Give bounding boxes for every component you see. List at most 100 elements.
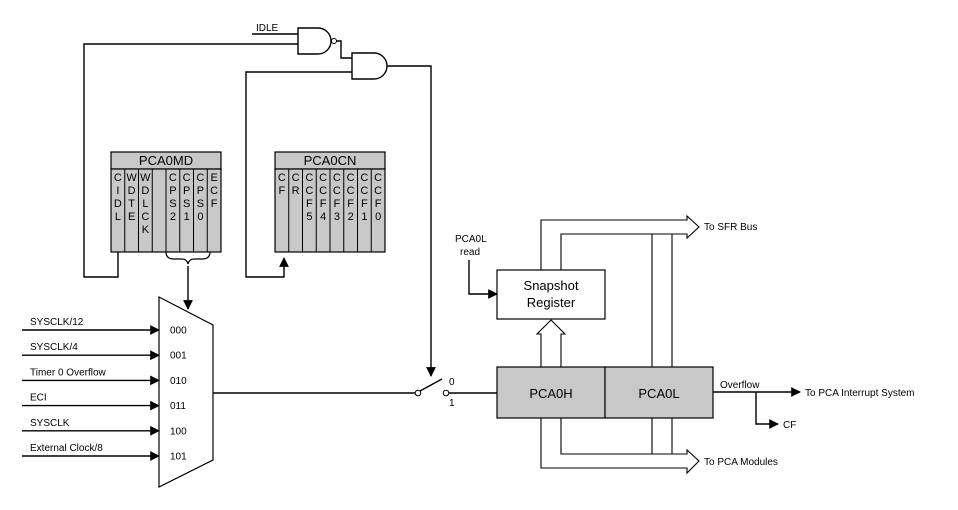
pca0md-bit-char: I (116, 185, 119, 197)
idle-label: IDLE (256, 23, 279, 34)
pca0cn-bit-char: C (347, 172, 355, 184)
mux-input-code: 001 (170, 351, 187, 362)
pca0cn-bit-char: F (279, 185, 286, 197)
pca0cn-bit-char: 2 (348, 211, 354, 223)
cidl-feedback-wire (83, 43, 298, 278)
pca0md-bit-char: L (142, 198, 148, 210)
pca0cn-bit-char: C (319, 172, 327, 184)
mux-input-code: 010 (170, 376, 187, 387)
pca0md-bit-char: S (183, 198, 190, 210)
mux-input-code: 000 (170, 326, 187, 337)
pca0md-bit-char: W (126, 172, 137, 184)
pca0cn-bit-char: C (360, 185, 368, 197)
pca0l-read-line1: PCA0L (455, 234, 487, 245)
pca0md-bit-char: C (114, 172, 122, 184)
sfr-bus (540, 214, 700, 367)
pca0cn-bit-char: C (278, 172, 286, 184)
pca0cn-bit-char: F (306, 198, 313, 210)
pca0md-bit-char: L (115, 211, 121, 223)
cf-wire (755, 392, 779, 429)
cf-label: CF (783, 420, 796, 431)
pca0l-read-wire (468, 260, 498, 299)
pca0l-read-line2: read (460, 247, 480, 258)
pca0md-bit-char: C (196, 172, 204, 184)
pca0cn-bit-char: 5 (306, 211, 312, 223)
pca0md-bit-char: S (197, 198, 204, 210)
pca0cn-bit-char: F (347, 198, 354, 210)
clock-source-mux (158, 296, 214, 488)
switch-pos-1: 1 (449, 398, 455, 409)
pca0md-bit-char: 0 (197, 211, 203, 223)
modules-bus (540, 418, 700, 475)
pca0cn-bit-char: C (305, 172, 313, 184)
pca0md-bit-char: E (210, 172, 217, 184)
pca0md-bit-char: K (142, 224, 150, 236)
pca0cn-bit-char: F (375, 198, 382, 210)
mux-input-label: SYSCLK/4 (30, 342, 78, 353)
and-gate-idle (297, 27, 337, 55)
snapshot-line2: Register (527, 295, 576, 310)
pca0cn-bit-char: 4 (320, 211, 326, 223)
cps-brace (165, 251, 211, 265)
pca0cn-bit-char: C (360, 172, 368, 184)
pca0md-bit-char: C (141, 211, 149, 223)
pca0md-bit-char: T (128, 198, 135, 210)
snapshot-register (496, 269, 606, 320)
pca0cn-bit-char: C (305, 185, 313, 197)
run-switch (414, 378, 450, 397)
pca0l-register (604, 366, 714, 419)
switch-pos-0: 0 (449, 377, 455, 388)
pca0md-bit-char: C (210, 185, 218, 197)
pca0md-bit-char: D (141, 185, 149, 197)
mux-input-code: 101 (170, 452, 187, 463)
mux-input-label: SYSCLK/12 (30, 317, 84, 328)
mux-input-label: SYSCLK (30, 418, 70, 429)
to-interrupt-label: To PCA Interrupt System (805, 388, 915, 399)
pca0h-register (496, 366, 606, 419)
gate-link-wire (336, 40, 352, 59)
mux-input-code: 100 (170, 426, 187, 437)
gate-output-wire (387, 65, 436, 377)
pca0cn-bit-char: R (292, 185, 300, 197)
pca0cn-title: PCA0CN (304, 153, 357, 168)
mux-input-code: 011 (170, 401, 186, 412)
pca0cn-bit-char: C (319, 185, 327, 197)
counter-to-snapshot-bus (535, 319, 567, 367)
snapshot-line1: Snapshot (524, 278, 579, 293)
pca0l-label: PCA0L (638, 386, 679, 401)
pca0md-bit-char: W (140, 172, 151, 184)
pca0md-bit-char: P (169, 185, 176, 197)
pca0cn-bit-char: C (333, 172, 341, 184)
pca0md-bit-char: 1 (184, 211, 190, 223)
pca0cn-bit-char: C (333, 185, 341, 197)
pca0md-bit-char: F (211, 198, 218, 210)
mux-input-label: Timer 0 Overflow (30, 367, 107, 378)
pca0md-bit-char: S (169, 198, 176, 210)
pca0cn-bit-char: C (374, 185, 382, 197)
pca0cn-bit-char: C (374, 172, 382, 184)
pca0md-bit-char: D (128, 185, 136, 197)
pca0md-title: PCA0MD (139, 153, 193, 168)
pca0md-bit-char: 2 (170, 211, 176, 223)
pca0md-bit-char: C (183, 172, 191, 184)
pca0cn-bit-char: C (292, 172, 300, 184)
mux-input-label: ECI (30, 393, 47, 404)
pca0cn-bit-char: F (320, 198, 327, 210)
cr-wire (245, 71, 352, 278)
mux-input-label: External Clock/8 (30, 443, 103, 454)
pca0cn-bit-char: F (334, 198, 341, 210)
to-pca-modules-label: To PCA Modules (704, 457, 778, 468)
pca0md-bit-char: E (128, 211, 135, 223)
pca0md-bit-char: C (169, 172, 177, 184)
pca0md-bit-char: P (197, 185, 204, 197)
pca0md-bit-char: P (183, 185, 190, 197)
to-sfr-bus-label: To SFR Bus (704, 222, 757, 233)
pca0md-bit-char: D (114, 198, 122, 210)
overflow-label: Overflow (720, 380, 760, 391)
pca0h-label: PCA0H (529, 386, 572, 401)
pca0cn-bit-char: C (347, 185, 355, 197)
